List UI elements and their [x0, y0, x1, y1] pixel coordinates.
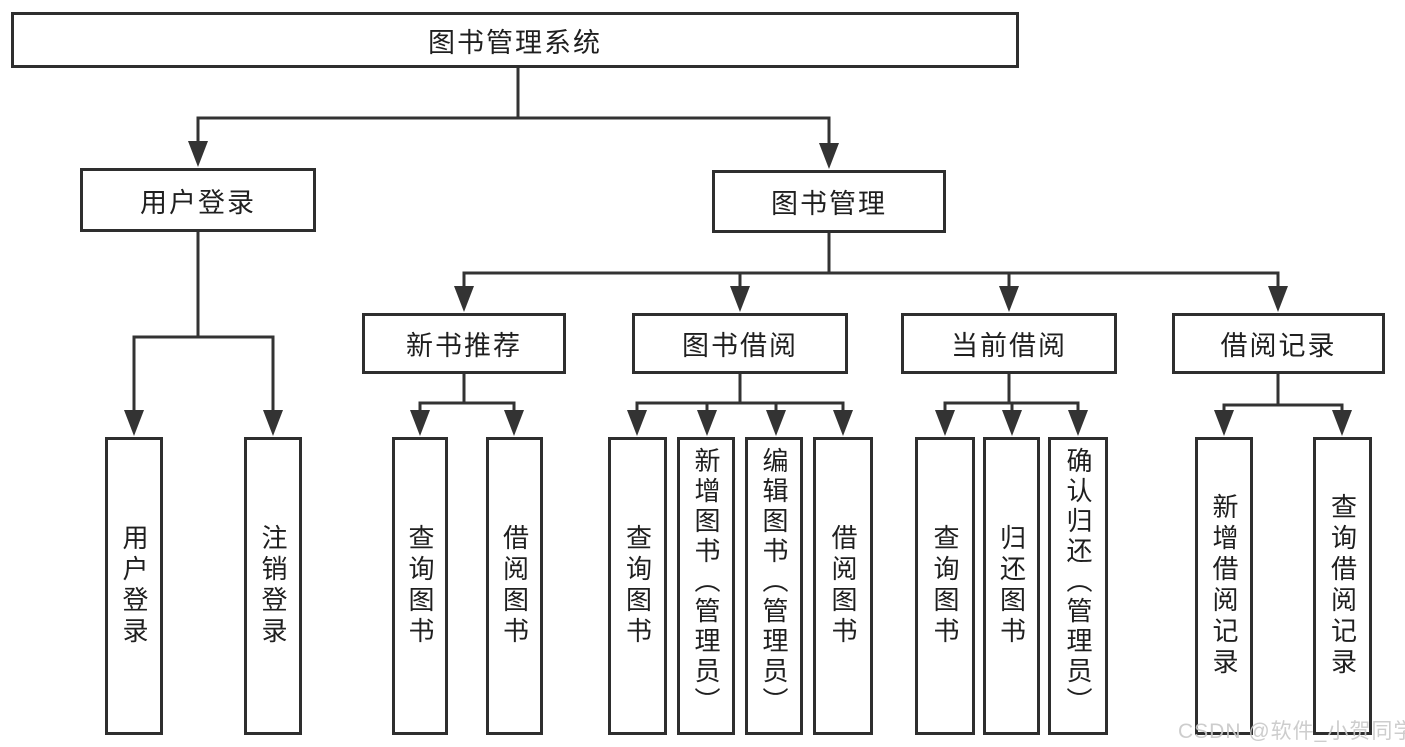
node-label: 新增借阅记录: [1209, 493, 1239, 679]
node-label: 编辑图书（管理员）: [759, 447, 789, 717]
node-label: 图书管理: [771, 189, 887, 219]
node-label: 查询图书: [405, 524, 435, 648]
leaf-query-books-3: 查询图书: [915, 437, 975, 735]
arrow-down-icon: [833, 410, 853, 436]
node-label: 借阅图书: [499, 524, 530, 648]
node-label: 查询图书: [930, 524, 960, 648]
node-label: 新增图书（管理员）: [691, 447, 721, 717]
arrow-down-icon: [766, 410, 786, 436]
leaf-borrow-books-2: 借阅图书: [813, 437, 873, 735]
arrowhead-icons: [124, 141, 1352, 436]
node-label: 当前借阅: [951, 331, 1067, 361]
arrow-down-icon: [697, 410, 717, 436]
node-label: 查询借阅记录: [1327, 493, 1358, 679]
arrow-down-icon: [999, 286, 1019, 312]
leaf-confirm-return-admin: 确认归还（管理员）: [1048, 437, 1108, 735]
arrow-down-icon: [124, 410, 144, 436]
leaf-user-login: 用户登录: [105, 437, 163, 735]
leaf-edit-books-admin: 编辑图书（管理员）: [745, 437, 803, 735]
csdn-watermark: CSDN @软件_小贺同学: [1178, 720, 1405, 743]
leaf-add-books-admin: 新增图书（管理员）: [677, 437, 735, 735]
node-label: 用户登录: [140, 187, 256, 218]
arrow-down-icon: [1002, 410, 1022, 436]
arrow-down-icon: [1068, 410, 1088, 436]
node-label: 查询图书: [622, 524, 653, 648]
arrow-down-icon: [263, 410, 283, 436]
arrow-down-icon: [410, 410, 430, 436]
node-label: 注销登录: [258, 524, 288, 648]
arrow-down-icon: [935, 410, 955, 436]
arrow-down-icon: [1332, 410, 1352, 436]
node-label: 确认归还（管理员）: [1063, 447, 1093, 717]
leaf-query-borrow-record: 查询借阅记录: [1313, 437, 1372, 735]
node-book-management: 图书管理: [712, 170, 946, 233]
node-label: 新书推荐: [406, 331, 522, 361]
arrow-down-icon: [1268, 286, 1288, 312]
arrow-down-icon: [188, 141, 208, 167]
node-book-borrowing: 图书借阅: [632, 313, 848, 374]
node-label: 借阅记录: [1220, 331, 1337, 361]
node-label: 归还图书: [996, 524, 1027, 648]
leaf-borrow-books-1: 借阅图书: [486, 437, 543, 735]
node-label: 图书管理系统: [428, 27, 602, 58]
leaf-logout: 注销登录: [244, 437, 302, 735]
arrow-down-icon: [504, 410, 524, 436]
leaf-add-borrow-record: 新增借阅记录: [1195, 437, 1253, 735]
leaf-query-books-2: 查询图书: [608, 437, 667, 735]
arrow-down-icon: [1214, 410, 1234, 436]
arrow-down-icon: [454, 286, 474, 312]
node-borrowing-records: 借阅记录: [1172, 313, 1385, 374]
arrow-down-icon: [730, 286, 750, 312]
node-label: 借阅图书: [828, 524, 858, 648]
node-label: 图书借阅: [682, 331, 798, 361]
node-new-book-recommend: 新书推荐: [362, 313, 566, 374]
node-library-system: 图书管理系统: [11, 12, 1019, 68]
leaf-query-books-1: 查询图书: [392, 437, 448, 735]
node-user-login: 用户登录: [80, 168, 316, 232]
node-label: 用户登录: [119, 524, 149, 648]
node-current-borrowing: 当前借阅: [901, 313, 1117, 374]
arrow-down-icon: [819, 143, 839, 169]
leaf-return-books: 归还图书: [983, 437, 1040, 735]
arrow-down-icon: [627, 410, 647, 436]
